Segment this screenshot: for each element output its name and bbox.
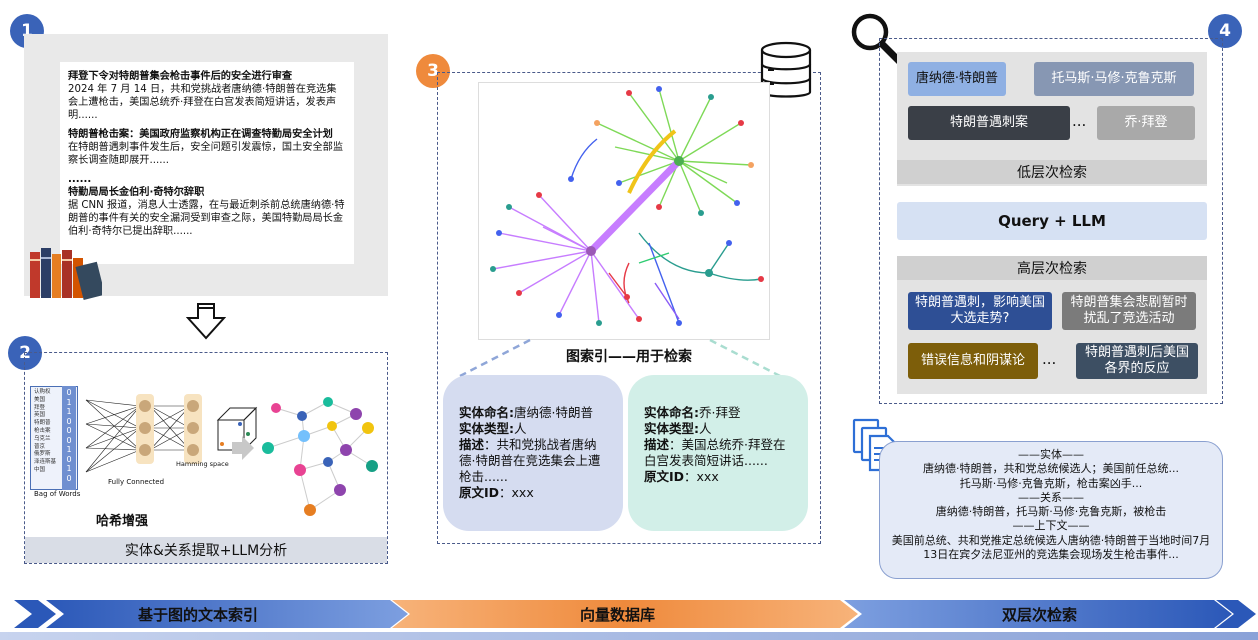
bit-value: 0 (66, 426, 72, 435)
article-title: 拜登下令对特朗普集会枪击事件后的安全进行审查 (68, 71, 293, 82)
knowledge-graph-visual (478, 82, 770, 340)
retrieved-context-box: ——实体—— 唐纳德·特朗普，共和党总统候选人；美国前任总统... 托马斯·马修… (879, 441, 1223, 579)
entity-desc-value: ：共和党挑战者唐纳德·特朗普在竞选集会上遭枪击...... (459, 437, 601, 484)
books-icon (30, 248, 102, 300)
hash-graph-icon (262, 397, 378, 516)
entity-type-key: 实体类型: (459, 421, 514, 436)
query-llm-box: Query + LLM (897, 202, 1207, 240)
context-relation-header: ——关系—— (1018, 490, 1084, 504)
high-chip-reaction: 特朗普遇刺后美国各界的反应 (1076, 343, 1198, 379)
bit-value: 1 (66, 445, 72, 454)
entity-type-value: 人 (699, 421, 712, 436)
article-title: 特朗普枪击案：美国政府监察机构正在调查特勤局安全计划 (68, 129, 333, 140)
bit-value: 1 (66, 397, 72, 407)
bit-value: 0 (66, 454, 72, 464)
entity-type-key: 实体类型: (644, 421, 699, 436)
pipeline-arrow-band (0, 600, 1258, 640)
context-line: 美国前总统、共和党推定总统候选人唐纳德·特朗普于当地时间7月13日在宾夕法尼亚州… (891, 533, 1211, 562)
bow-word: 乌克兰 (34, 435, 51, 442)
context-line: 托马斯·马修·克鲁克斯，枪击案凶手... (959, 476, 1143, 490)
entity-name-key: 实体命名: (644, 405, 699, 420)
stage-label-graph-index: 基于图的文本索引 (138, 606, 259, 624)
low-level-label: 低层次检索 (897, 160, 1207, 184)
high-level-label: 高层次检索 (897, 256, 1207, 280)
fully-connected-label: Fully Connected (108, 478, 165, 486)
neural-network-diagram (85, 394, 258, 473)
entity-desc-key: 描述 (459, 437, 485, 452)
bow-word: 泽连斯基 (34, 459, 57, 466)
low-chip-trump: 唐纳德·特朗普 (908, 62, 1006, 96)
context-entity-header: ——实体—— (1018, 448, 1084, 461)
bit-value: 0 (66, 388, 72, 397)
extraction-footer: 实体&关系提取+LLM分析 (25, 537, 387, 563)
bag-of-words-label: Bag of Words (34, 490, 81, 498)
down-arrow-icon (186, 303, 226, 340)
context-line: 唐纳德·特朗普，托马斯·马修·克鲁克斯，被枪击 (935, 505, 1167, 519)
article-body: 2024 年 7 月 14 日，共和党挑战者唐纳德·特朗普在竞选集会上遭枪击，美… (68, 84, 337, 121)
news-document: 拜登下令对特朗普集会枪击事件后的安全进行审查 2024 年 7 月 14 日，共… (60, 62, 354, 264)
article-body: 据 CNN 报道，消息人士透露，在与最近刺杀前总统唐纳德·特朗普的事件有关的安全… (68, 200, 345, 237)
dual-retrieval-panel (879, 38, 1223, 404)
bit-value: 0 (66, 473, 72, 483)
low-chip-crooks: 托马斯·马修·克鲁克斯 (1034, 62, 1194, 96)
step-3-badge: 3 (416, 54, 450, 88)
bit-value: 1 (66, 464, 72, 473)
bow-word: 普京 (34, 443, 46, 450)
entity-id-value: ：xxx (684, 469, 719, 484)
high-chip-misinformation: 错误信息和阴谋论 (908, 343, 1038, 379)
low-chip-assassination: 特朗普遇刺案 (908, 106, 1070, 140)
context-text-header: ——上下文—— (1012, 519, 1090, 533)
stage-label-dual-retrieval: 双层次检索 (1002, 606, 1078, 624)
high-chip-election: 特朗普遇刺，影响美国大选走势? (908, 292, 1052, 330)
entity-card-biden: 实体命名:乔·拜登 实体类型:人 描述：美国总统乔·拜登在白宫发表简短讲话...… (628, 375, 808, 531)
step-2-badge: 2 (8, 336, 42, 370)
zoom-connector (459, 338, 781, 378)
low-chip-biden: 乔·拜登 (1097, 106, 1195, 140)
article-body: 在特朗普遇刺事件发生后，安全问题引发震惊，国土安全部监察长调查随即展开.....… (68, 142, 344, 166)
article-title: 特勤局局长金伯利·奇特尔辞职 (68, 187, 205, 198)
bow-word: 美国 (34, 396, 46, 403)
bow-word: 俄罗斯 (34, 451, 51, 458)
bow-word: 认购权 (34, 389, 51, 395)
entity-id-key: 原文ID (644, 469, 685, 484)
database-icon (760, 41, 812, 98)
vector-database-panel (437, 72, 821, 544)
bow-word: 英国 (34, 412, 46, 419)
graph-index-title: 图索引——用于检索 (566, 349, 692, 365)
bow-word: 枪击案 (34, 427, 51, 434)
high-chip-ellipsis: ... (1042, 350, 1057, 368)
bow-word: 特朗普 (34, 420, 51, 427)
entity-name-value: 乔·拜登 (699, 405, 741, 420)
bow-word: 拜登 (34, 404, 46, 411)
stage-label-vector-db: 向量数据库 (580, 606, 656, 624)
low-chip-ellipsis: ... (1072, 112, 1087, 130)
right-arrow-icon (232, 436, 254, 460)
high-chip-disruption: 特朗普集会悲剧暂时扰乱了竞选活动 (1062, 292, 1196, 330)
entity-card-trump: 实体命名:唐纳德·特朗普 实体类型:人 描述：共和党挑战者唐纳德·特朗普在竞选集… (443, 375, 623, 531)
bit-value: 0 (66, 416, 72, 426)
bow-word: 中国 (34, 466, 46, 473)
entity-id-value: ：xxx (499, 485, 534, 500)
entity-name-value: 唐纳德·特朗普 (514, 405, 593, 420)
entity-desc-key: 描述 (644, 437, 670, 452)
hamming-space-label: Hamming space (176, 460, 229, 468)
entity-type-value: 人 (514, 421, 527, 436)
article-ellipsis: ...... (68, 174, 92, 185)
context-line: 唐纳德·特朗普，共和党总统候选人；美国前任总统... (923, 462, 1179, 476)
entity-id-key: 原文ID (459, 485, 500, 500)
entity-desc-value: ：美国总统乔·拜登在白宫发表简短讲话...... (644, 437, 786, 468)
step-4-badge: 4 (1208, 14, 1242, 48)
bit-value: 0 (66, 435, 72, 445)
hash-enhancement-panel (24, 352, 388, 564)
entity-name-key: 实体命名: (459, 405, 514, 420)
bit-value: 1 (66, 407, 72, 416)
hash-enhance-label: 哈希增强 (96, 514, 149, 529)
